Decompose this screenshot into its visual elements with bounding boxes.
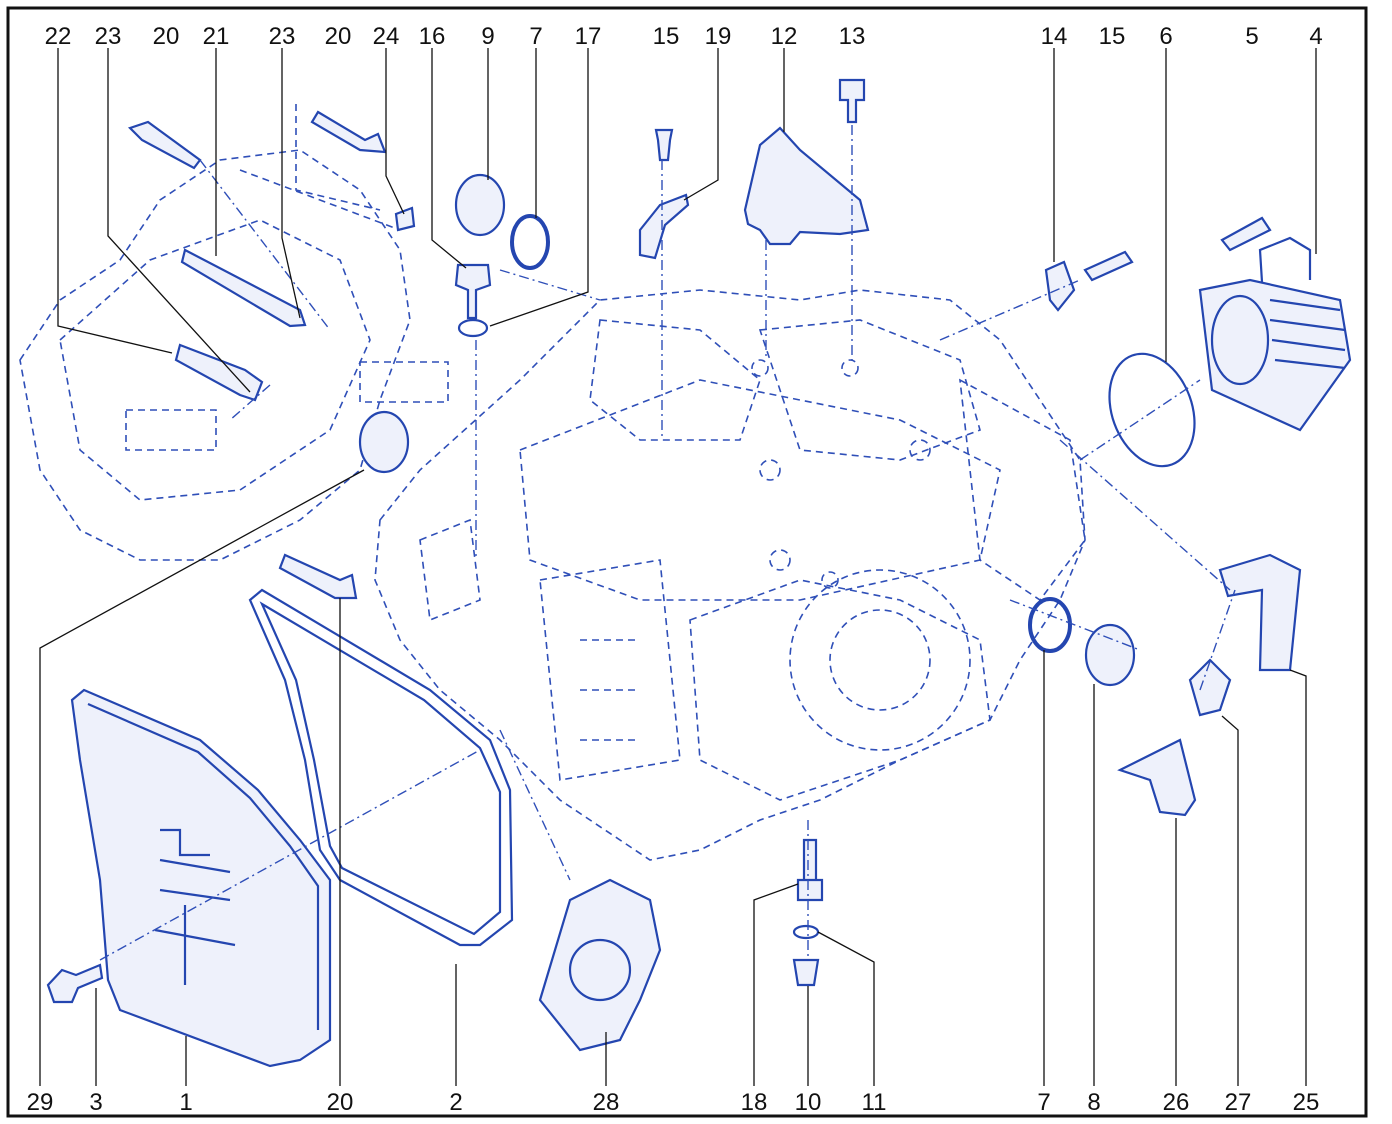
- callout-26: 26: [1163, 1089, 1190, 1116]
- callout-21: 21: [203, 23, 230, 50]
- o-ring-right: [1028, 597, 1072, 653]
- callout-24: 24: [373, 23, 400, 50]
- o-ring-top: [510, 214, 550, 270]
- callout-29: 29: [27, 1089, 54, 1116]
- callout-27: 27: [1225, 1089, 1252, 1116]
- callout-20: 20: [325, 23, 352, 50]
- converter-housing-outline: [19, 104, 449, 561]
- drain-plug-bottom: [792, 958, 820, 987]
- callout-9: 9: [481, 23, 494, 50]
- callout-23: 23: [269, 23, 296, 50]
- assembly-axes: [99, 125, 1236, 961]
- callout-19: 19: [705, 23, 732, 50]
- bolts: [46, 78, 1272, 1004]
- callout-3: 3: [89, 1089, 102, 1116]
- oil-pan: [70, 688, 332, 1068]
- callout-23: 23: [95, 23, 122, 50]
- callout-1: 1: [179, 1089, 192, 1116]
- callout-5: 5: [1245, 23, 1258, 50]
- oil-seal-top: [454, 173, 506, 237]
- callout-15: 15: [1099, 23, 1126, 50]
- callout-20: 20: [153, 23, 180, 50]
- callout-11: 11: [862, 1089, 887, 1116]
- cooler-o-ring: [1108, 352, 1196, 468]
- callout-10: 10: [795, 1089, 822, 1116]
- cover-plate: [538, 878, 662, 1052]
- bolt-bottom: [796, 838, 824, 902]
- oil-seal-left: [358, 410, 410, 474]
- oil-cooler: [1198, 236, 1352, 432]
- callout-18: 18: [741, 1089, 768, 1116]
- sensor: [1188, 658, 1232, 717]
- breather-hose: [1218, 553, 1302, 672]
- callout-22: 22: [45, 23, 72, 50]
- callout-6: 6: [1159, 23, 1172, 50]
- mounting-bracket: [743, 126, 870, 246]
- diagram-border: [6, 6, 1368, 1118]
- callout-15: 15: [653, 23, 680, 50]
- sensor-bracket: [1117, 738, 1197, 817]
- callout-17: 17: [575, 23, 602, 50]
- drain-plug-top: [454, 263, 492, 320]
- callout-labels-top: 22 23 20 21 23 20 24 16 9 7 17 15 19 12 …: [45, 23, 1323, 50]
- callout-16: 16: [419, 23, 446, 50]
- callout-13: 13: [839, 23, 866, 50]
- sealing-ring-top: [457, 318, 489, 338]
- leader-lines: [39, 48, 1317, 1086]
- callout-28: 28: [593, 1089, 620, 1116]
- oil-seal-right: [1084, 623, 1136, 687]
- washer-bottom: [792, 924, 820, 940]
- callout-20: 20: [327, 1089, 354, 1116]
- pan-gasket: [248, 588, 514, 947]
- callout-12: 12: [771, 23, 798, 50]
- callout-14: 14: [1041, 23, 1068, 50]
- callout-7: 7: [529, 23, 542, 50]
- callout-25: 25: [1293, 1089, 1320, 1116]
- callout-2: 2: [449, 1089, 462, 1116]
- callout-7: 7: [1037, 1089, 1050, 1116]
- transmission-housing-outline: [374, 289, 1086, 861]
- callout-4: 4: [1309, 23, 1322, 50]
- callout-labels-bottom: 29 3 1 20 2 28 18 10 11 7 8 26 27 25: [27, 1089, 1320, 1116]
- callout-8: 8: [1087, 1089, 1100, 1116]
